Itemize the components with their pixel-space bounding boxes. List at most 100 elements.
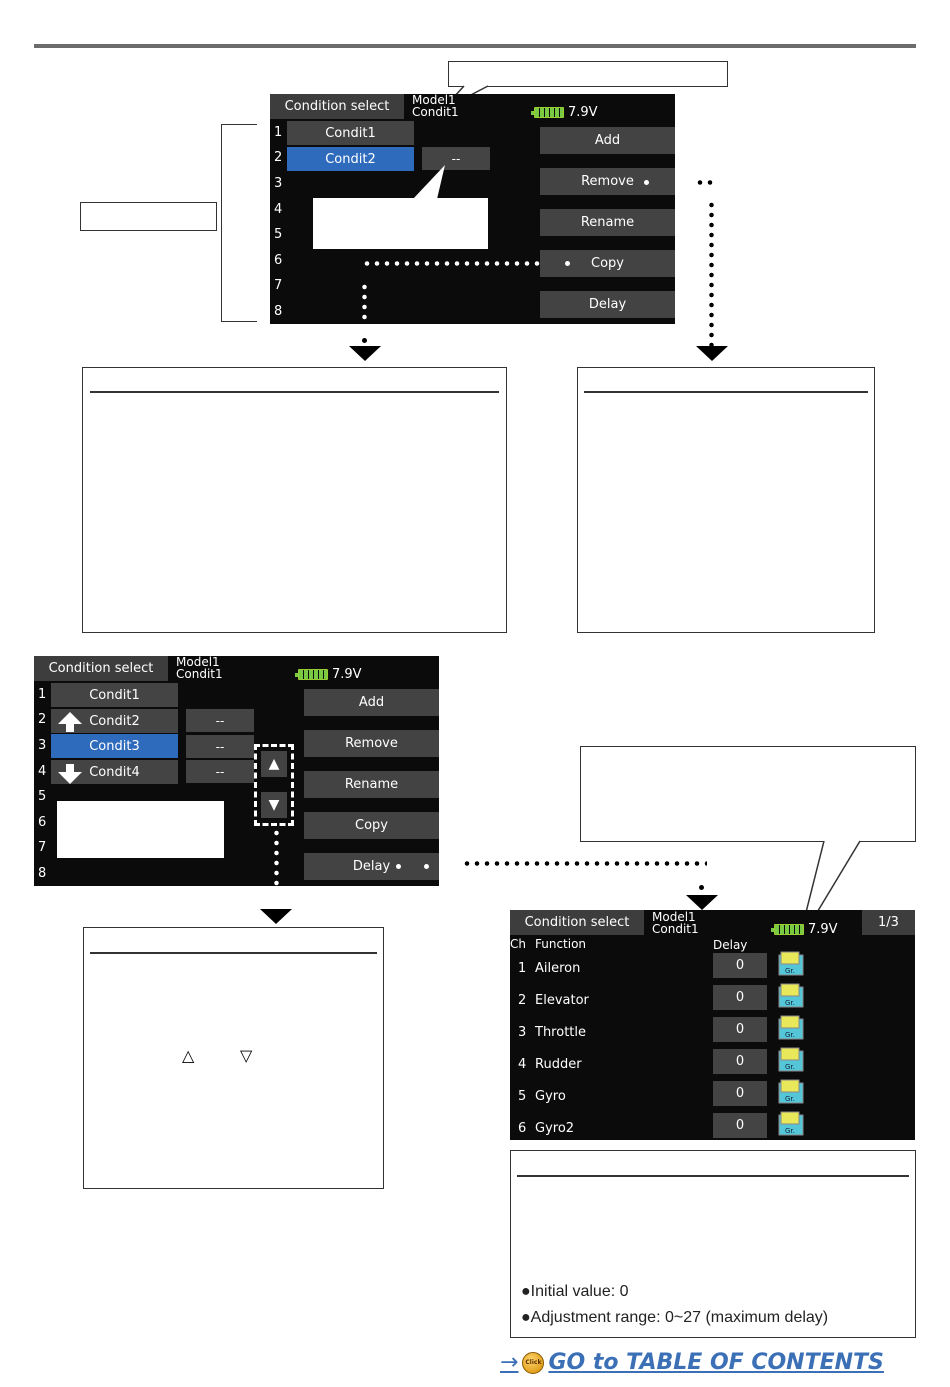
delay-value-button[interactable]: 0: [713, 985, 767, 1010]
remove-button[interactable]: Remove: [540, 168, 675, 195]
condition-name: Condit1: [176, 667, 223, 681]
delay-value-button[interactable]: 0: [713, 1017, 767, 1042]
toc-link[interactable]: → Click GO to TABLE OF CONTENTS: [500, 1350, 884, 1375]
delay-value-button[interactable]: 0: [713, 1113, 767, 1138]
row-number: 2: [38, 712, 47, 727]
row-number: 7: [38, 840, 47, 855]
adjustment-range-text: ●Adjustment range: 0~27 (maximum delay): [521, 1309, 829, 1326]
channel-function: Elevator: [535, 993, 589, 1008]
callout-model-box: [448, 61, 728, 87]
delay-value-button[interactable]: 0: [713, 1049, 767, 1074]
row-number: 6: [38, 815, 47, 830]
connector-dot: [644, 180, 649, 185]
connector-dot: [565, 261, 570, 266]
channel-number: 5: [518, 1089, 527, 1104]
group-mode-icon[interactable]: Gr.: [778, 983, 806, 1009]
delay-value-button[interactable]: 0: [713, 1081, 767, 1106]
up-triangle-symbol: △: [182, 1046, 195, 1065]
row-number: 5: [38, 789, 47, 804]
remove-button[interactable]: Remove: [304, 730, 439, 757]
row-number: 1: [38, 687, 47, 702]
priority-up-button[interactable]: ▲: [261, 751, 287, 777]
add-button[interactable]: Add: [540, 127, 675, 154]
page-indicator[interactable]: 1/3: [862, 910, 915, 935]
screen-title[interactable]: Condition select: [34, 656, 168, 681]
box-heading-rule: [584, 391, 868, 393]
channel-function: Aileron: [535, 961, 581, 976]
battery-icon: [771, 924, 804, 935]
remove-connector: [695, 180, 715, 185]
rename-button[interactable]: Rename: [540, 209, 675, 236]
priority-button[interactable]: --: [422, 147, 490, 170]
move-arrows-icon: [58, 712, 82, 784]
delay-arrow: [686, 895, 718, 910]
arrow-icon: →: [500, 1350, 519, 1375]
group-mode-icon[interactable]: Gr.: [778, 951, 806, 977]
condition-button-2-selected[interactable]: Condit2: [287, 147, 414, 171]
priority-arrow: [260, 909, 292, 924]
group-mode-icon[interactable]: Gr.: [778, 1111, 806, 1137]
battery-voltage: 7.9V: [332, 667, 362, 682]
condition-button-3-selected[interactable]: Condit3: [51, 734, 178, 758]
group-mode-icon[interactable]: Gr.: [778, 1079, 806, 1105]
channel-function: Gyro2: [535, 1121, 575, 1136]
list-bracket: [221, 124, 257, 322]
condition-button-1[interactable]: Condit1: [287, 121, 414, 145]
gr-label: Gr.: [785, 1095, 795, 1103]
channel-number: 2: [518, 993, 527, 1008]
copy-arrow: [349, 346, 381, 361]
box-heading-rule: [90, 391, 499, 393]
click-icon: Click: [522, 1351, 545, 1374]
delay-connector: [462, 861, 707, 866]
group-mode-icon[interactable]: Gr.: [778, 1047, 806, 1073]
priority-callout-pointer: [413, 165, 445, 199]
delay-button[interactable]: Delay: [304, 853, 439, 880]
battery-indicator: 7.9V: [295, 667, 362, 682]
copy-button[interactable]: Copy: [304, 812, 439, 839]
toc-link-label[interactable]: GO to TABLE OF CONTENTS: [548, 1350, 884, 1375]
delay-button[interactable]: Delay: [540, 291, 675, 318]
box-heading-rule: [90, 952, 377, 954]
group-mode-icon[interactable]: Gr.: [778, 1015, 806, 1041]
battery-icon: [295, 669, 328, 680]
screen-title[interactable]: Condition select: [510, 910, 644, 935]
battery-indicator: 7.9V: [531, 105, 598, 120]
battery-voltage: 7.9V: [568, 105, 598, 120]
model-name: Model1: [652, 910, 696, 924]
battery-indicator: 7.9V: [771, 922, 838, 937]
condition-button-1[interactable]: Condit1: [51, 683, 178, 707]
channel-function: Rudder: [535, 1057, 582, 1072]
priority-description-box: △ ▽: [83, 927, 384, 1189]
condition-name: Condit1: [412, 105, 459, 119]
row-number: 8: [274, 304, 283, 319]
screen-title[interactable]: Condition select: [270, 94, 404, 119]
callout-group-box: [580, 746, 916, 842]
priority-down-button[interactable]: ▼: [261, 792, 287, 818]
priority-button[interactable]: --: [186, 760, 254, 783]
gr-label: Gr.: [785, 999, 795, 1007]
model-name: Model1: [412, 94, 456, 107]
remove-arrow: [696, 346, 728, 361]
copy-button[interactable]: Copy: [540, 250, 675, 277]
priority-button[interactable]: --: [186, 709, 254, 732]
row-number: 4: [274, 202, 283, 217]
channel-number: 1: [518, 961, 527, 976]
battery-icon: [531, 107, 564, 118]
row-number: 4: [38, 764, 47, 779]
delay-value-button[interactable]: 0: [713, 953, 767, 978]
add-button[interactable]: Add: [304, 689, 439, 716]
copy-description-box: [82, 367, 507, 633]
condition-select-screen-1: Condition select Model1 Condit1 7.9V 1 2…: [270, 94, 675, 324]
copy-connector-down: [362, 282, 367, 320]
delay-description-box: ●Initial value: 0 ●Adjustment range: 0~2…: [510, 1150, 916, 1338]
channel-number: 6: [518, 1121, 527, 1136]
delay-screen: Condition select Model1 Condit1 7.9V 1/3…: [510, 910, 915, 1140]
rename-button[interactable]: Rename: [304, 771, 439, 798]
callout-priority-box: [313, 198, 488, 249]
down-triangle-symbol: ▽: [240, 1046, 253, 1065]
copy-connector: [362, 261, 542, 266]
channel-number: 3: [518, 1025, 527, 1040]
remove-connector-down: [709, 200, 714, 348]
priority-button[interactable]: --: [186, 735, 254, 758]
condition-select-screen-2: Condition select Model1 Condit1 7.9V 1 2…: [34, 656, 439, 886]
